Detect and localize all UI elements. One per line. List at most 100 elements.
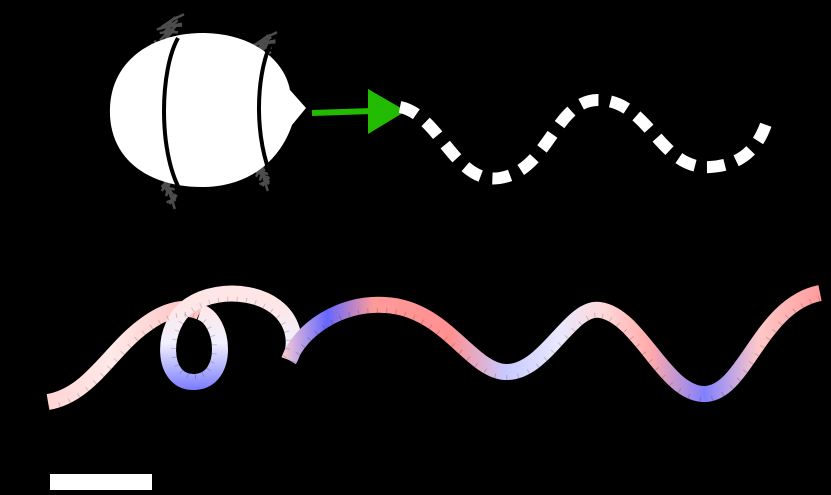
- trajectory-tick: [585, 315, 590, 321]
- trajectory-tick: [395, 309, 398, 315]
- trajectory-tick: [748, 361, 754, 365]
- trajectory-tick: [635, 343, 641, 348]
- trajectory-tick: [192, 312, 195, 319]
- trajectory-tick: [321, 324, 326, 330]
- trajectory-tick: [357, 309, 360, 315]
- trajectory-tick: [206, 326, 212, 330]
- trajectory-tick: [792, 308, 797, 314]
- cilium: [167, 23, 172, 33]
- trajectory-tick: [196, 314, 200, 320]
- trajectory-tick: [307, 336, 312, 342]
- trajectory-tick: [211, 352, 217, 355]
- trajectory-tick: [818, 296, 821, 302]
- trajectory-tick: [172, 338, 178, 341]
- green-arrow-icon: [311, 89, 406, 134]
- cilium: [260, 38, 266, 48]
- trajectory-tick: [85, 386, 90, 392]
- trajectory-tick: [201, 371, 205, 377]
- trajectory-tick: [348, 312, 351, 318]
- trajectory-tick: [67, 398, 71, 404]
- trajectory-tick: [76, 392, 81, 398]
- trajectory-tick: [300, 344, 306, 348]
- scale-bar: [50, 474, 152, 490]
- trajectory-tick: [338, 315, 342, 321]
- trajectory-tick: [186, 373, 189, 379]
- trajectory-tick: [436, 330, 441, 335]
- trajectory-tick: [571, 327, 576, 332]
- ciliated-microorganism-icon: [109, 13, 306, 210]
- trajectory-tick: [314, 330, 319, 335]
- trajectory-tick: [149, 324, 154, 330]
- trajectory-tick: [729, 384, 734, 390]
- trajectory-tick: [100, 372, 105, 378]
- trajectory-tick: [754, 352, 760, 357]
- trajectory-tick: [742, 369, 748, 374]
- trajectory-tick: [420, 319, 425, 325]
- trajectory-tick: [134, 336, 139, 342]
- trajectory-tick: [550, 349, 555, 354]
- trajectory-tick: [669, 381, 674, 387]
- trajectory-tick-marks: [48, 296, 821, 410]
- trajectory-tick: [483, 368, 487, 374]
- trajectory-tick: [141, 330, 146, 336]
- trajectory-tick: [120, 350, 125, 355]
- cilium: [259, 180, 266, 186]
- trajectory-tick: [206, 367, 211, 372]
- swimming-path-dashed: [398, 93, 774, 185]
- trajectory-tick: [771, 328, 777, 333]
- trajectory-tick: [785, 314, 790, 319]
- trajectory-tick: [648, 359, 653, 363]
- trajectory-tick: [526, 369, 531, 374]
- trajectory-tick: [760, 344, 765, 349]
- trajectory-tick: [269, 308, 274, 313]
- trajectory-tick: [202, 318, 207, 324]
- trajectory-tick: [127, 343, 132, 348]
- trajectory-tick: [736, 377, 742, 382]
- trajectory-tick: [178, 320, 184, 325]
- trajectory-tick: [157, 319, 162, 325]
- trajectory-tick: [458, 349, 463, 355]
- cilium: [165, 28, 176, 39]
- trajectory-tick: [217, 297, 220, 303]
- trajectory-tick: [245, 297, 248, 303]
- trajectory-tick: [276, 314, 281, 319]
- trajectory-tick: [778, 321, 783, 326]
- trajectory-segment-main: [281, 285, 823, 403]
- trajectory-tick: [210, 334, 216, 338]
- trajectory-tick: [451, 343, 456, 348]
- trajectory-tick: [284, 347, 291, 350]
- trajectory-tick: [199, 302, 203, 308]
- trajectory-tick: [661, 374, 666, 379]
- trajectory-tick: [557, 342, 562, 347]
- cilium: [160, 18, 173, 29]
- trajectory-tick: [494, 373, 497, 379]
- trajectory-tick: [367, 308, 369, 314]
- trajectory-tick: [291, 360, 297, 364]
- ciliary-band-right: [257, 44, 274, 179]
- trajectory-tick: [48, 404, 50, 410]
- trajectory-tick: [594, 312, 596, 318]
- trajectory-tick: [765, 336, 771, 341]
- trajectory-tick: [295, 352, 301, 356]
- trajectory-tick: [516, 373, 520, 379]
- trajectory-tick: [616, 322, 621, 327]
- cilium: [171, 194, 178, 201]
- trajectory-tick: [809, 299, 812, 305]
- cilium: [264, 31, 278, 40]
- trajectory-tick: [629, 335, 634, 341]
- trajectory-loop: [160, 285, 302, 390]
- trajectory-tick: [535, 363, 540, 368]
- trajectory-tick: [443, 336, 448, 341]
- ciliary-band-left: [162, 37, 182, 191]
- trajectory-tick: [166, 315, 170, 321]
- trajectory-tick: [179, 369, 184, 375]
- trajectory-tick: [642, 351, 647, 356]
- trajectory-tick: [209, 360, 215, 364]
- cell-body: [109, 32, 306, 188]
- trajectory-tick: [174, 364, 180, 368]
- cilium: [171, 13, 185, 22]
- trajectory-tick: [282, 354, 288, 359]
- trajectory-tick: [608, 317, 613, 322]
- trajectory-tick: [721, 391, 725, 397]
